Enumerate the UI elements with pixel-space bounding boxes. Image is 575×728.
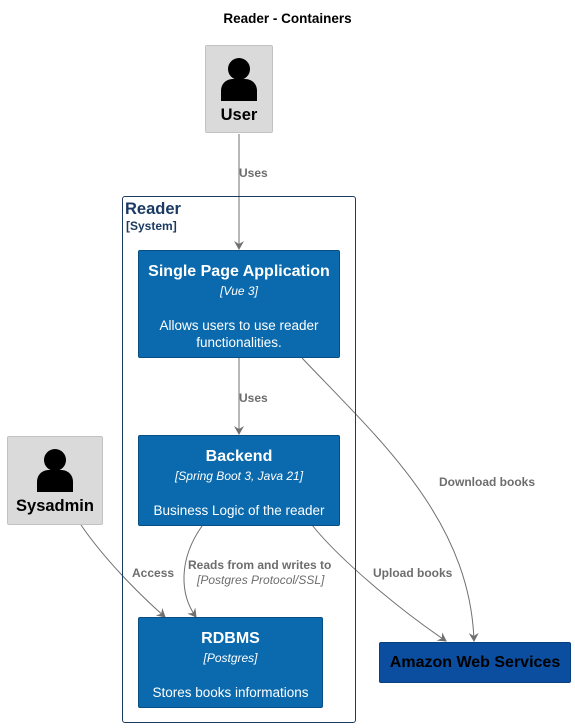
person-sysadmin: Sysadmin	[7, 436, 103, 525]
system-boundary	[122, 196, 356, 723]
container-rdbms-technology: [Postgres]	[203, 651, 258, 665]
person-icon	[221, 58, 257, 101]
rel-label-backend-rdbms: Reads from and writes to	[188, 558, 332, 572]
diagram-title: Reader - Containers	[223, 11, 352, 26]
external-system-aws: Amazon Web Services	[379, 642, 571, 683]
system-boundary-type: [System]	[126, 219, 177, 233]
container-spa-technology: [Vue 3]	[220, 284, 258, 298]
person-icon	[37, 449, 73, 492]
rel-label-spa-backend: Uses	[239, 391, 268, 405]
container-rdbms-description: Stores books informations	[152, 685, 309, 700]
container-spa-description-line2: functionalities.	[196, 335, 282, 350]
arrow-backend-to-rdbms	[183, 525, 203, 618]
arrow-spa-to-aws	[301, 357, 479, 642]
container-backend-technology: [Spring Boot 3, Java 21]	[174, 469, 304, 483]
container-rdbms-name: RDBMS	[201, 630, 260, 647]
container-spa-description: Allows users to use reader functionaliti…	[139, 317, 339, 351]
container-backend-name: Backend	[205, 448, 273, 465]
system-boundary-name: Reader	[125, 200, 181, 218]
external-system-aws-label: Amazon Web Services	[389, 654, 561, 671]
container-rdbms: RDBMS [Postgres] Stores books informatio…	[138, 617, 323, 708]
arrow-backend-to-aws	[311, 524, 447, 642]
container-backend: Backend [Spring Boot 3, Java 21] Busines…	[138, 435, 340, 526]
person-sysadmin-label: Sysadmin	[16, 497, 94, 515]
person-user: User	[205, 45, 273, 133]
rel-label-spa-aws: Download books	[439, 475, 535, 489]
rel-label-sysadmin-rdbms: Access	[132, 566, 175, 580]
rel-label-backend-aws: Upload books	[373, 566, 453, 580]
container-spa: Single Page Application [Vue 3] Allows u…	[138, 250, 340, 358]
rel-label-user-spa: Uses	[239, 166, 268, 180]
container-backend-description: Business Logic of the reader	[153, 503, 325, 518]
rel-tech-backend-rdbms: [Postgres Protocol/SSL]	[197, 573, 325, 587]
person-user-label: User	[220, 106, 258, 124]
container-spa-name: Single Page Application	[148, 263, 330, 280]
container-spa-description-line1: Allows users to use reader	[159, 318, 319, 333]
